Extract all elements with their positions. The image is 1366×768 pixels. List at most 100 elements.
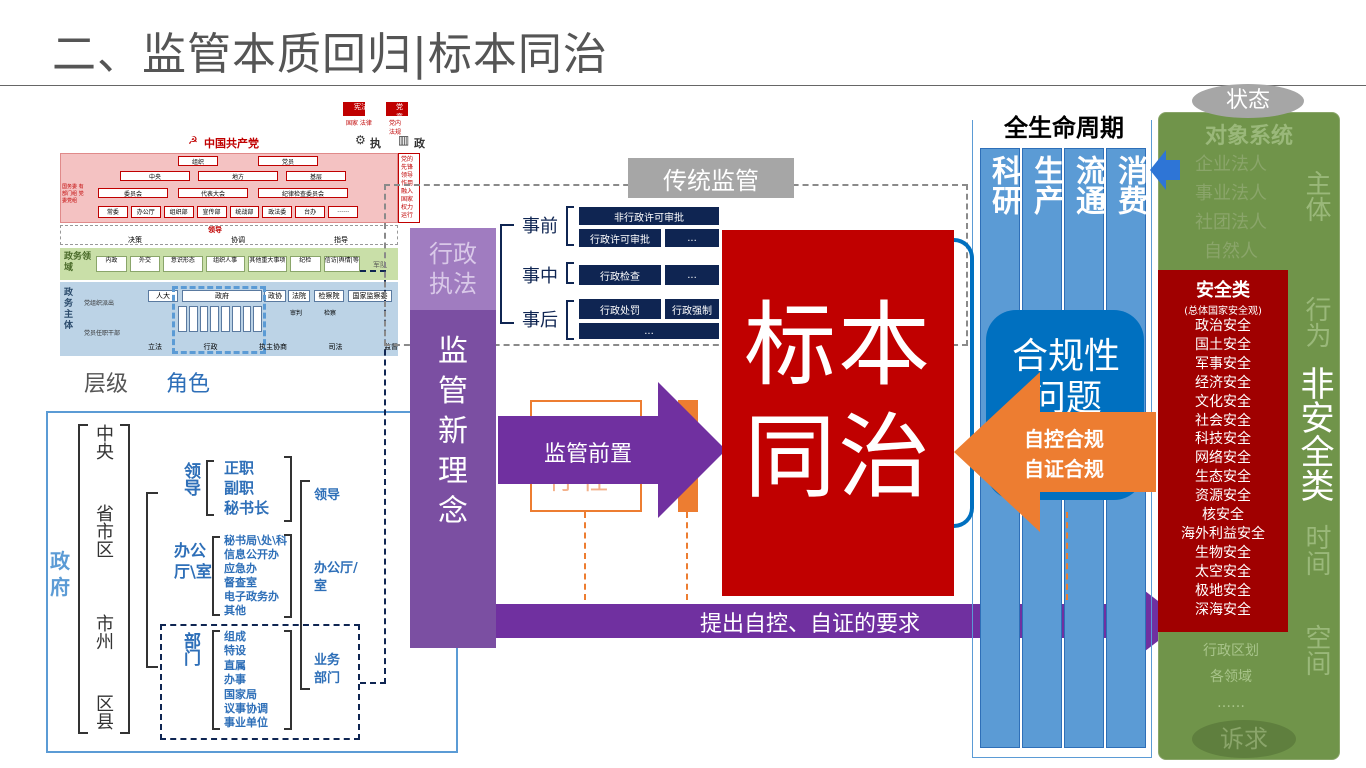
subject-sub: 检察: [324, 310, 337, 317]
member-node: 党员: [258, 156, 318, 166]
self-prove-label: 自证合规: [1024, 457, 1104, 481]
subject-node: 人大: [148, 290, 178, 302]
pre-bracket: [566, 206, 574, 246]
discipline-node: 纪律检查委员会: [258, 188, 348, 198]
object-system-title: 对象系统: [1204, 124, 1293, 149]
function-item: 执主协商: [259, 343, 287, 351]
orange-dash-2: [686, 512, 688, 600]
committee-node: 委员会: [98, 188, 168, 198]
gov-highlight-frame: [172, 286, 266, 354]
leadership-item: 指导: [334, 236, 348, 244]
role-caption: 角色: [166, 372, 211, 397]
org-node: 组织: [178, 156, 218, 166]
office-item: 督查室: [224, 576, 257, 589]
subject-legend-1: 党组织派出: [84, 300, 115, 307]
enforce-connector: [360, 270, 386, 684]
domain-items: 内政 外交 意识形态 组织人事 其他重大事项 纪检 信访|舆情|等: [96, 256, 360, 272]
grassroots-node: 基层: [286, 171, 346, 181]
subject-item: 自然人: [1204, 241, 1258, 262]
dept-item: 直属: [224, 658, 246, 672]
subject-item: 企业法人: [1195, 154, 1267, 175]
security-item: 生物安全: [1195, 544, 1251, 561]
space-item: 行政区划: [1203, 643, 1259, 659]
core-block: [722, 230, 954, 596]
self-arrow: [954, 372, 1156, 532]
party-chart: 宪法 国家 法律 党章 党内 法规 ☭ 中国共产党 ⚙ 执 ▥ 政 国务委 有部…: [58, 98, 425, 360]
gov-subunit: [188, 306, 198, 332]
behavior-category: 行为: [1301, 296, 1331, 348]
security-items: 政治安全 国土安全 军事安全 经济安全 文化安全 社会安全 科技安全 网络安全 …: [1158, 317, 1288, 620]
orange-dash-3: [1066, 512, 1068, 600]
leader-item: 秘书长: [224, 499, 270, 517]
gov-subunit: [231, 306, 241, 332]
security-title: 安全类: [1196, 280, 1250, 301]
title-divider: [0, 85, 1366, 86]
dept-item: 事业单位: [224, 716, 268, 730]
org-dept-node: 组织部: [163, 206, 194, 218]
leader-label: 领导: [180, 462, 200, 496]
subject-node: 检察院: [314, 290, 344, 302]
subject-bottom: 立法 行政 执主协商 司法 监督: [148, 342, 398, 352]
subject-item: 事业法人: [1195, 183, 1267, 204]
party-role-note: 党的先锋领导作用 融入国家权力运行: [398, 153, 420, 223]
state-badge: 状态: [1192, 84, 1304, 118]
right-big-bracket: [300, 480, 310, 690]
dept-item: 议事协调: [224, 702, 268, 716]
post-bracket: [566, 300, 574, 340]
leadership-item: 协调: [231, 236, 245, 244]
box-post-2: 行政强制: [664, 298, 720, 320]
dept-item: 国家局: [224, 687, 257, 701]
bottom-arrow-label: 提出自控、自证的要求: [700, 612, 921, 637]
charter-label: 党章: [396, 103, 403, 121]
levels-bracket-right: [120, 424, 130, 734]
building-icon: ▥: [398, 133, 410, 147]
self-control-label: 自控合规: [1024, 427, 1104, 451]
right-bracket-2: [284, 534, 292, 618]
subject-category: 主体: [1301, 170, 1331, 222]
front-arrow-label: 监管前置: [544, 442, 633, 467]
domain-item: 内政: [96, 256, 127, 272]
bottom-arrow: [496, 584, 1184, 658]
office-item: 电子政务办: [224, 590, 279, 603]
lifecycle-title: 全生命周期: [990, 108, 1138, 144]
domain-item: 外交: [129, 256, 161, 272]
office-bracket: [212, 536, 220, 616]
box-post-1: 行政处罚: [578, 298, 662, 320]
org-row-4: 常委 办公厅 组织部 宣传部 统战部 政法委 台办 ……: [98, 206, 358, 218]
subject-sub: 审判: [290, 310, 303, 317]
security-item: 生态安全: [1195, 469, 1251, 486]
level-central: 中央: [93, 424, 114, 460]
dept-frame: [160, 624, 360, 740]
state-arrow: [1150, 150, 1180, 190]
gov-subunit: [253, 306, 262, 332]
lifecycle-col-label: 科研: [986, 155, 1021, 215]
domain-item: 其他重大事项: [247, 256, 287, 272]
security-item: 核安全: [1202, 507, 1244, 524]
subject-node: 国家监察委: [348, 290, 392, 302]
appeal-badge: 诉求: [1192, 720, 1296, 758]
gov-subunit: [242, 306, 252, 332]
right-item: 业务部门: [314, 653, 341, 686]
office-items: 秘书局\处\科 信息公开办 应急办 督查室 电子政务办 其他: [224, 534, 287, 618]
constitution-sub: 国家 法律: [346, 120, 372, 127]
party-name: 中国共产党: [204, 137, 259, 150]
box-mid-1: 行政检查: [578, 264, 662, 286]
leader-items: 正职 副职 秘书长: [224, 458, 269, 518]
org-dept-node: ……: [328, 206, 358, 218]
function-item: 立法: [148, 343, 162, 351]
gov-subunits: [178, 306, 262, 332]
dept-item: 办事: [224, 673, 246, 687]
constitution-label: 宪法: [354, 103, 368, 111]
traditional-label: 传统监管: [628, 158, 794, 198]
security-item: 资源安全: [1195, 488, 1251, 505]
constitution-book-icon: [343, 102, 365, 116]
self-arrow-label: 自控合规 自证合规: [1024, 424, 1104, 484]
levels-bracket: [78, 424, 88, 734]
subject-node: 法院: [288, 290, 310, 302]
lifecycle-col-label: 消费: [1112, 155, 1147, 215]
leader-item: 正职: [224, 459, 255, 477]
box-pre-3: ...: [664, 228, 720, 248]
stage-pre: 事前: [522, 216, 558, 237]
right-bracket-3: [284, 630, 292, 730]
gov-label: 政: [414, 137, 425, 150]
